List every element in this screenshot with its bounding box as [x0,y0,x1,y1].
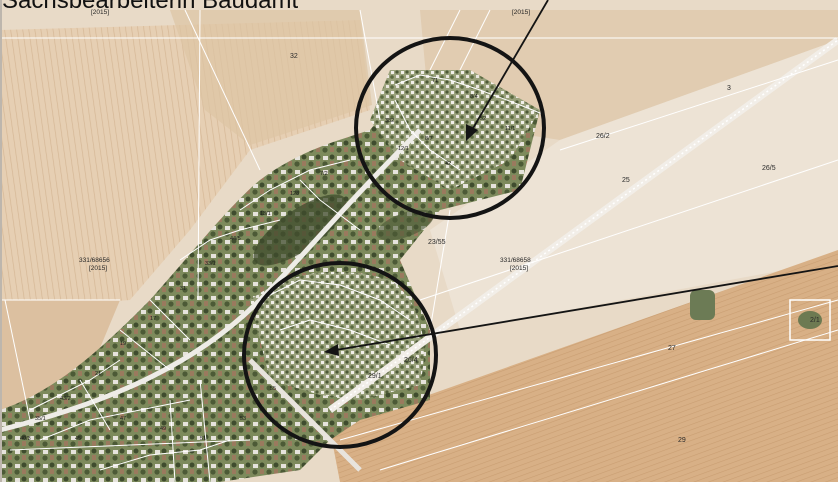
highlight-circle-upper [354,36,546,220]
building-number: 382 [385,118,394,124]
building-number: 55 [270,386,276,392]
parcel-label-27: 27 [668,345,676,352]
parcel-label-25: 25 [622,177,630,184]
highlight-circle-lower [242,261,438,449]
field-upper-middle [170,10,372,145]
building-number: 71 [432,78,438,84]
building-number: 35/1 [35,416,46,422]
building-number: 128 [290,191,299,197]
building-number: 8/4 [470,94,478,100]
building-number: 13/1 [260,211,271,217]
year-label-top-right: [2015] [512,9,530,16]
building-number: 51 [200,436,206,442]
building-number: 11/1 [505,126,515,132]
block-label-left-year: [2015] [89,265,107,272]
field-copse [690,290,715,320]
building-number-labels: 382 71 8/4 8/7 12/1 42 52 11/1 7/2 128 13/1 44/5 33/… [20,78,515,442]
road-south [248,358,362,472]
building-number: 43/2 [60,396,71,402]
block-label-left: 331/68656 [79,257,110,264]
arrow-line-upper [471,0,549,131]
document-title: Sachsbearbeiterin Baudamt [2,0,299,14]
building-number: 31 [180,286,186,292]
village-cluster-upper [370,70,540,190]
parcel-label-road: 26/2 [596,133,610,140]
parcel-label-23: 23/55 [428,239,446,246]
parcel-label-29-1: 29/1 [368,373,382,380]
building-number: 19 [120,341,126,347]
parcel-label-32: 32 [290,53,298,60]
block-label-right-year: [2015] [510,265,528,272]
tree-belt [253,194,347,266]
building-number: 52 [480,116,486,122]
building-number: 49 [160,426,166,432]
building-number: 17 [150,316,156,322]
pond-parcel [789,299,831,341]
parcel-label-26-5: 26/5 [762,165,776,172]
arrow-line-lower [335,265,838,351]
block-label-right: 331/68658 [500,257,531,264]
trees-east [376,209,434,241]
building-number: 8/7 [425,136,433,142]
main-road [327,37,838,413]
village-cluster-lower [250,271,424,400]
parcel-label-3: 3 [727,85,731,92]
building-number: 47 [120,416,126,422]
building-number: 12/1 [398,146,409,152]
arrow-head-lower [324,344,339,356]
village-road [0,128,422,433]
building-number: 7/2 [320,171,328,177]
building-number: 42 [445,161,451,167]
year-label-top-left: [2015] [91,9,109,16]
parcel-boundaries [0,9,838,482]
building-number: 53 [240,416,246,422]
building-number: 45 [75,436,81,442]
building-number: 21 [95,371,101,377]
building-number: 40/3 [20,436,31,442]
building-number: 33/1 [205,261,216,267]
building-number: 44/5 [230,236,241,242]
pond-label: 2/1 [810,317,820,324]
parcel-label-29: 29 [678,437,686,444]
arrow-head-upper [466,124,478,141]
pond-vegetation [798,311,822,329]
parcel-label-26-4: 26/4 [404,357,418,364]
